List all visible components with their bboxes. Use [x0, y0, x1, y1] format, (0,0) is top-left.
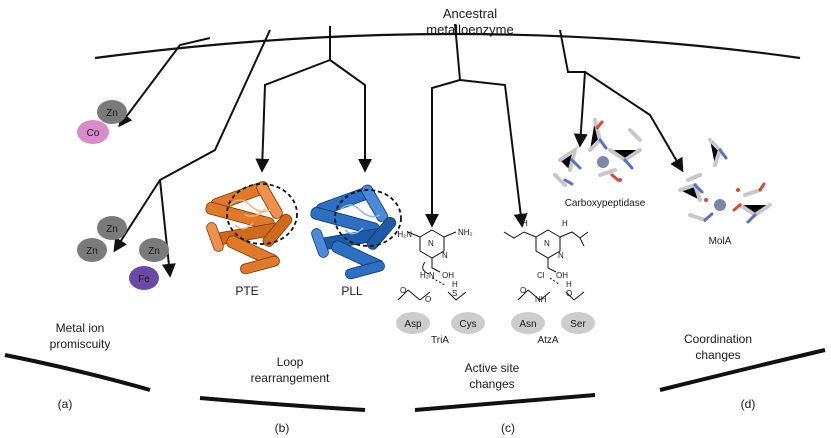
carboxypeptidase-label: Carboxypeptidase	[565, 198, 646, 209]
svg-text:N: N	[544, 239, 550, 248]
title-line1: Ancestral	[443, 6, 497, 21]
svg-text:NH₂: NH₂	[458, 228, 473, 237]
svg-text:N: N	[558, 251, 564, 260]
zn-top-circle	[97, 100, 127, 124]
svg-text:N: N	[442, 251, 448, 260]
category-c-line1: Active site	[465, 361, 520, 375]
branch-c	[425, 23, 528, 228]
svg-text:S: S	[452, 289, 457, 298]
zn-upper-circle	[97, 216, 127, 240]
category-b-letter: (b)	[275, 421, 290, 435]
svg-text:H: H	[562, 219, 568, 228]
svg-text:O: O	[425, 295, 431, 304]
pll-structure	[310, 184, 402, 280]
mola-label: MolA	[709, 236, 732, 247]
svg-text:NH: NH	[535, 295, 547, 304]
atza-scheme	[503, 229, 595, 334]
svg-text:Cl: Cl	[537, 271, 545, 280]
carboxypeptidase-structure	[553, 118, 642, 187]
svg-text:OH: OH	[556, 271, 568, 280]
branch-a	[113, 29, 271, 278]
tria-label: TriA	[431, 335, 449, 346]
pll-loop-highlight	[334, 189, 402, 247]
svg-text:O: O	[400, 286, 406, 295]
atza-label: AtzA	[537, 335, 558, 346]
tree-main-arc	[94, 32, 801, 60]
branch-d	[559, 29, 684, 173]
co-circle	[77, 120, 109, 144]
category-arcs	[4, 348, 826, 412]
fe-label: Fe	[138, 274, 150, 285]
mola-structure	[678, 138, 772, 224]
category-a-line2: promiscuity	[50, 337, 111, 351]
pte-label: PTE	[235, 284, 258, 298]
svg-text:O: O	[566, 289, 572, 298]
category-c-line2: changes	[469, 377, 514, 391]
category-c-letter: (c)	[501, 421, 515, 435]
asp-label: Asp	[404, 319, 422, 330]
svg-text:H: H	[452, 280, 458, 289]
category-a-line1: Metal ion	[56, 321, 105, 335]
svg-text:H₂N: H₂N	[420, 271, 435, 280]
svg-text:O: O	[520, 286, 526, 295]
category-d-line2: changes	[695, 348, 740, 362]
svg-text:OH: OH	[442, 271, 454, 280]
branch-b	[255, 26, 372, 173]
category-b-line1: Loop	[277, 355, 304, 369]
pte-structure	[205, 181, 298, 275]
category-b-line2: rearrangement	[251, 371, 330, 385]
zn-left-label: Zn	[86, 246, 98, 257]
pll-label: PLL	[341, 284, 363, 298]
svg-text:N: N	[428, 239, 434, 248]
metal-ions: Zn Co Zn Zn Zn Fe	[77, 100, 169, 290]
zn-left-circle	[77, 238, 107, 262]
category-a-letter: (a)	[58, 397, 73, 411]
fe-circle	[129, 266, 159, 290]
category-d-letter: (d)	[741, 397, 756, 411]
svg-text:H₂N: H₂N	[397, 230, 412, 239]
zn-right-label: Zn	[148, 246, 160, 257]
zn-top-label: Zn	[106, 108, 118, 119]
tria-scheme	[396, 229, 485, 334]
category-d-line1: Coordination	[684, 332, 752, 346]
zn-upper-label: Zn	[106, 224, 118, 235]
ser-label: Ser	[570, 319, 586, 330]
asn-label: Asn	[519, 319, 536, 330]
co-label: Co	[87, 128, 100, 139]
svg-text:H: H	[522, 219, 528, 228]
svg-text:H: H	[566, 280, 572, 289]
cys-label: Cys	[459, 319, 476, 330]
zn-right-circle	[139, 238, 169, 262]
pte-loop-highlight	[226, 183, 298, 245]
